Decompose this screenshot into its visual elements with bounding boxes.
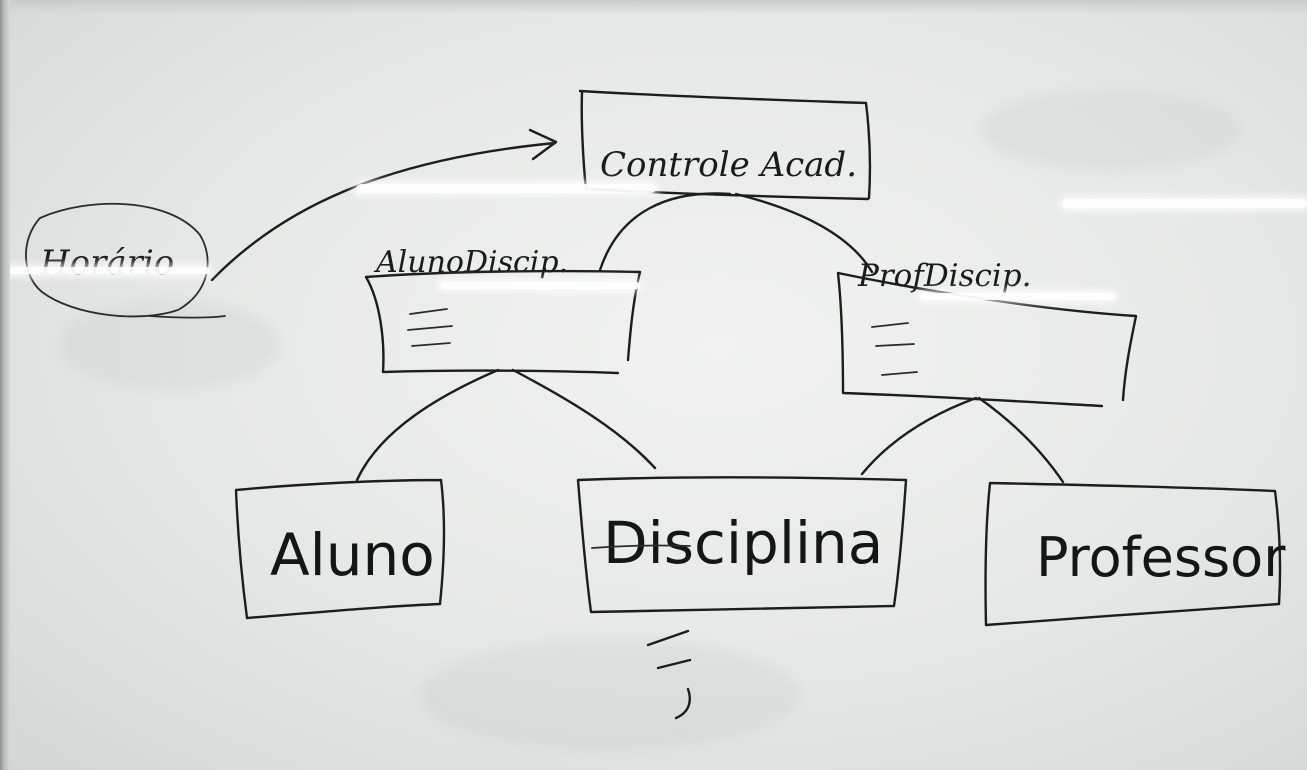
node-label-professor: Professor (1036, 526, 1286, 589)
board-top-shade (0, 0, 1307, 14)
edge-controle-alunodiscip (598, 192, 732, 272)
light-reflection (440, 282, 640, 289)
edge-controle-profdiscip (734, 192, 874, 274)
edge-alunodiscip-aluno (355, 368, 500, 482)
node-aluno: Aluno (234, 478, 446, 620)
node-controle-acad: Controle Acad. (578, 89, 872, 201)
light-reflection (1062, 199, 1307, 208)
node-prof-discip: ProfDiscip. (836, 258, 1138, 408)
light-reflection (920, 293, 1115, 300)
node-label-controle-acad: Controle Acad. (600, 145, 857, 185)
node-professor: Professor (984, 481, 1286, 627)
edge-profdiscip-disciplina (860, 396, 978, 476)
node-label-aluno: Aluno (270, 521, 435, 589)
node-label-disciplina: Disciplina (603, 509, 883, 577)
edge-alunodiscip-disciplina (511, 368, 657, 470)
node-disciplina: Disciplina (576, 476, 908, 614)
node-label-horario: Horário (39, 243, 174, 283)
node-horario: Horário (25, 202, 226, 319)
node-label-prof-discip: ProfDiscip. (857, 258, 1031, 294)
disciplina-attribute-marks (646, 629, 692, 720)
edge-horario-controle (210, 128, 558, 282)
light-reflection (0, 267, 210, 274)
board-frame (0, 0, 10, 770)
light-reflection (356, 184, 656, 193)
edge-profdiscip-professor (977, 396, 1065, 484)
node-aluno-discip: AlunoDiscip. (364, 245, 642, 375)
